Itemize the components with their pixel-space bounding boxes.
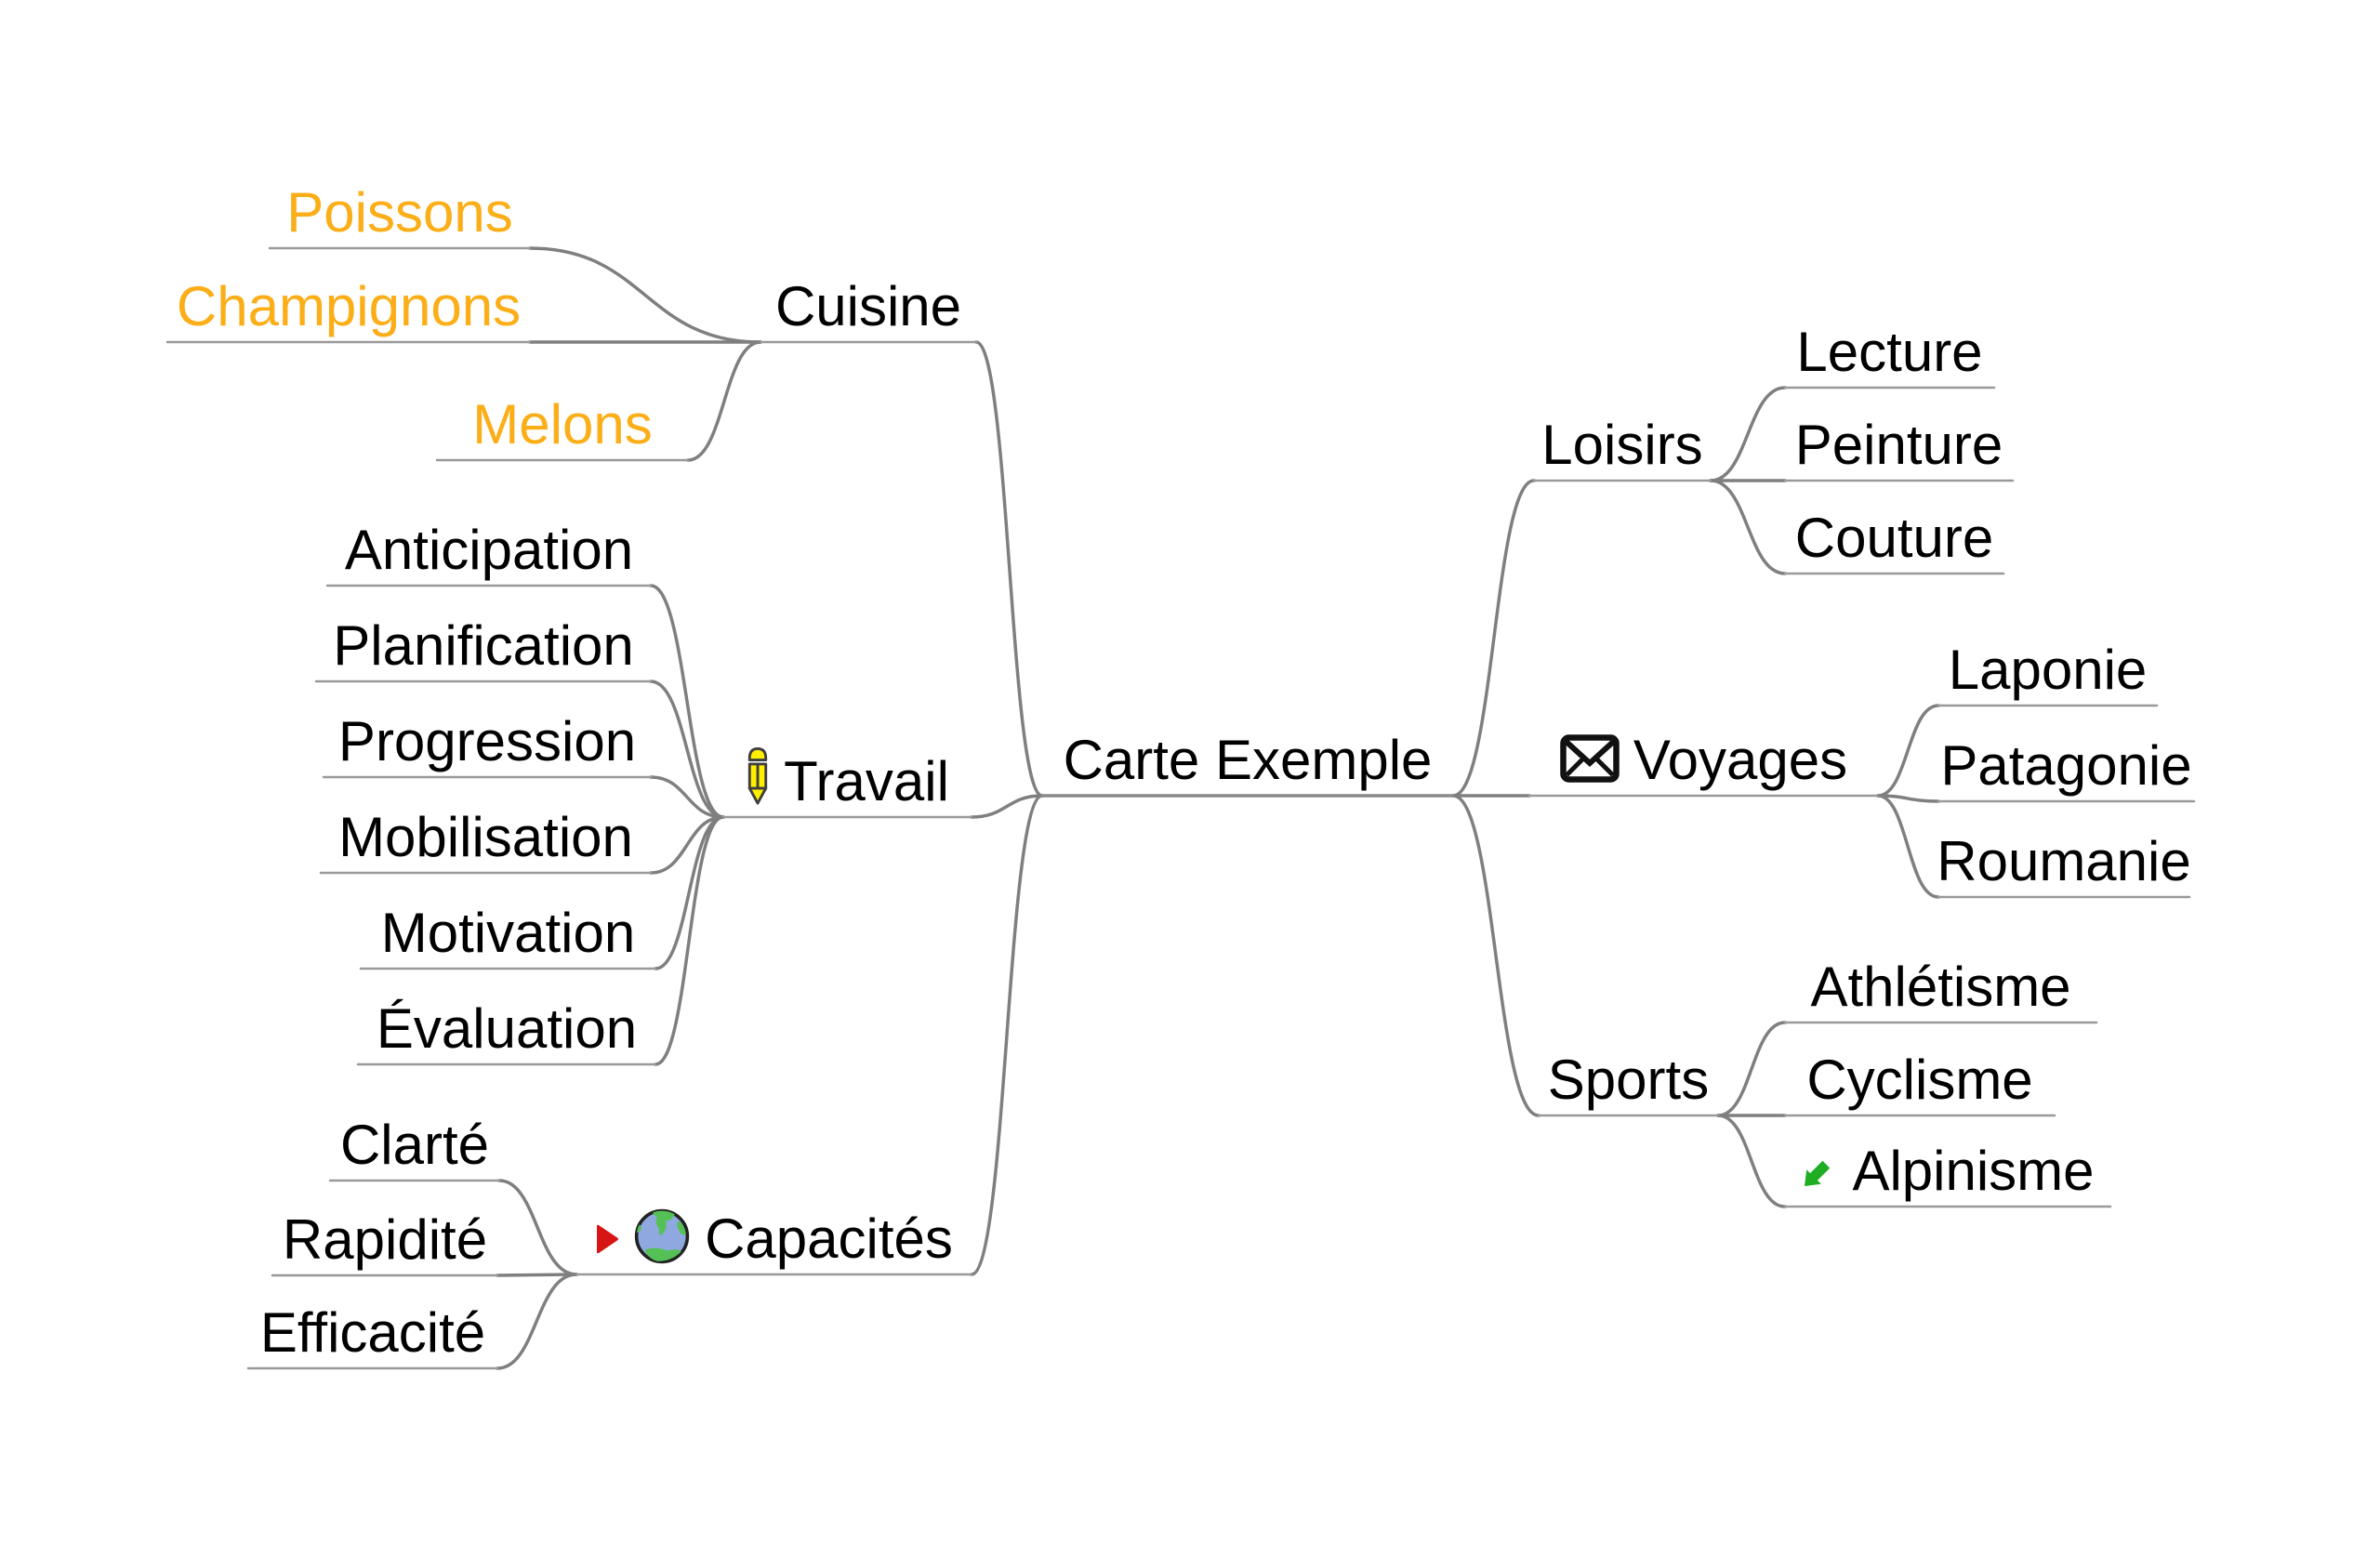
node-label: Sports <box>1547 1049 1710 1111</box>
node-label: Clarté <box>339 1114 490 1176</box>
node-melons[interactable]: Melons <box>437 397 688 453</box>
envelope-icon <box>1560 734 1620 783</box>
node-laponie[interactable]: Laponie <box>1938 642 2157 698</box>
node-label: Roumanie <box>1937 830 2191 892</box>
node-efficacite[interactable]: Efficacité <box>248 1305 497 1361</box>
node-label: Progression <box>337 710 637 772</box>
node-capacites[interactable]: Capacités <box>576 1207 972 1267</box>
node-motivation[interactable]: Motivation <box>361 905 655 961</box>
node-alpinisme[interactable]: Alpinisme <box>1785 1143 2110 1199</box>
node-cuisine[interactable]: Cuisine <box>760 279 976 335</box>
node-label: Planification <box>333 614 634 677</box>
node-label: Voyages <box>1633 729 1848 791</box>
node-athletisme[interactable]: Athlétisme <box>1785 959 2096 1015</box>
node-label: Cyclisme <box>1806 1049 2033 1111</box>
globe-icon <box>634 1208 690 1264</box>
node-cyclisme[interactable]: Cyclisme <box>1785 1052 2055 1108</box>
node-roumanie[interactable]: Roumanie <box>1937 830 2191 892</box>
node-poissons[interactable]: Poissons <box>270 185 530 241</box>
node-label: Patagonie <box>1940 734 2192 797</box>
green-back-arrow-icon <box>1805 1160 1831 1186</box>
node-label: Rapidité <box>282 1208 488 1271</box>
node-patagonie[interactable]: Patagonie <box>1938 738 2194 794</box>
node-champignons[interactable]: Champignons <box>167 279 530 335</box>
node-label: Peinture <box>1794 414 2003 476</box>
node-rapidite[interactable]: Rapidité <box>272 1212 497 1268</box>
node-clarte[interactable]: Clarté <box>330 1117 499 1173</box>
node-label: Anticipation <box>344 519 634 581</box>
node-couture[interactable]: Couture <box>1785 510 2003 566</box>
node-label: Lecture <box>1796 321 1983 383</box>
node-label: Poissons <box>286 181 513 244</box>
node-anticipation[interactable]: Anticipation <box>327 522 651 578</box>
node-carte-exemple[interactable]: Carte Exemple <box>1042 732 1453 788</box>
node-evaluation[interactable]: Évaluation <box>358 1001 655 1057</box>
node-label: Alpinisme <box>1852 1140 2095 1202</box>
node-peinture[interactable]: Peinture <box>1785 417 2013 473</box>
node-sports[interactable]: Sports <box>1539 1052 1718 1108</box>
node-label: Loisirs <box>1541 414 1703 476</box>
node-planification[interactable]: Planification <box>316 618 651 674</box>
node-label: Travail <box>784 750 949 812</box>
node-label: Melons <box>472 393 653 455</box>
node-progression[interactable]: Progression <box>324 714 651 770</box>
node-label: Capacités <box>705 1207 953 1270</box>
node-label: Athlétisme <box>1810 956 2071 1018</box>
node-label: Évaluation <box>376 997 638 1060</box>
node-label: Efficacité <box>259 1301 486 1364</box>
node-mobilisation[interactable]: Mobilisation <box>321 810 651 865</box>
node-label: Carte Exemple <box>1063 729 1433 791</box>
pencil-icon <box>747 746 768 805</box>
red-forward-arrow-icon <box>597 1224 619 1254</box>
node-lecture[interactable]: Lecture <box>1785 324 1994 380</box>
node-label: Laponie <box>1948 639 2148 701</box>
node-label: Mobilisation <box>338 806 633 868</box>
node-label: Cuisine <box>774 275 962 337</box>
node-label: Motivation <box>380 902 636 964</box>
node-loisirs[interactable]: Loisirs <box>1534 417 1711 473</box>
node-travail[interactable]: Travail <box>723 746 972 810</box>
node-label: Couture <box>1794 507 1994 569</box>
node-label: Champignons <box>176 275 522 337</box>
node-voyages[interactable]: Voyages <box>1529 732 1878 788</box>
